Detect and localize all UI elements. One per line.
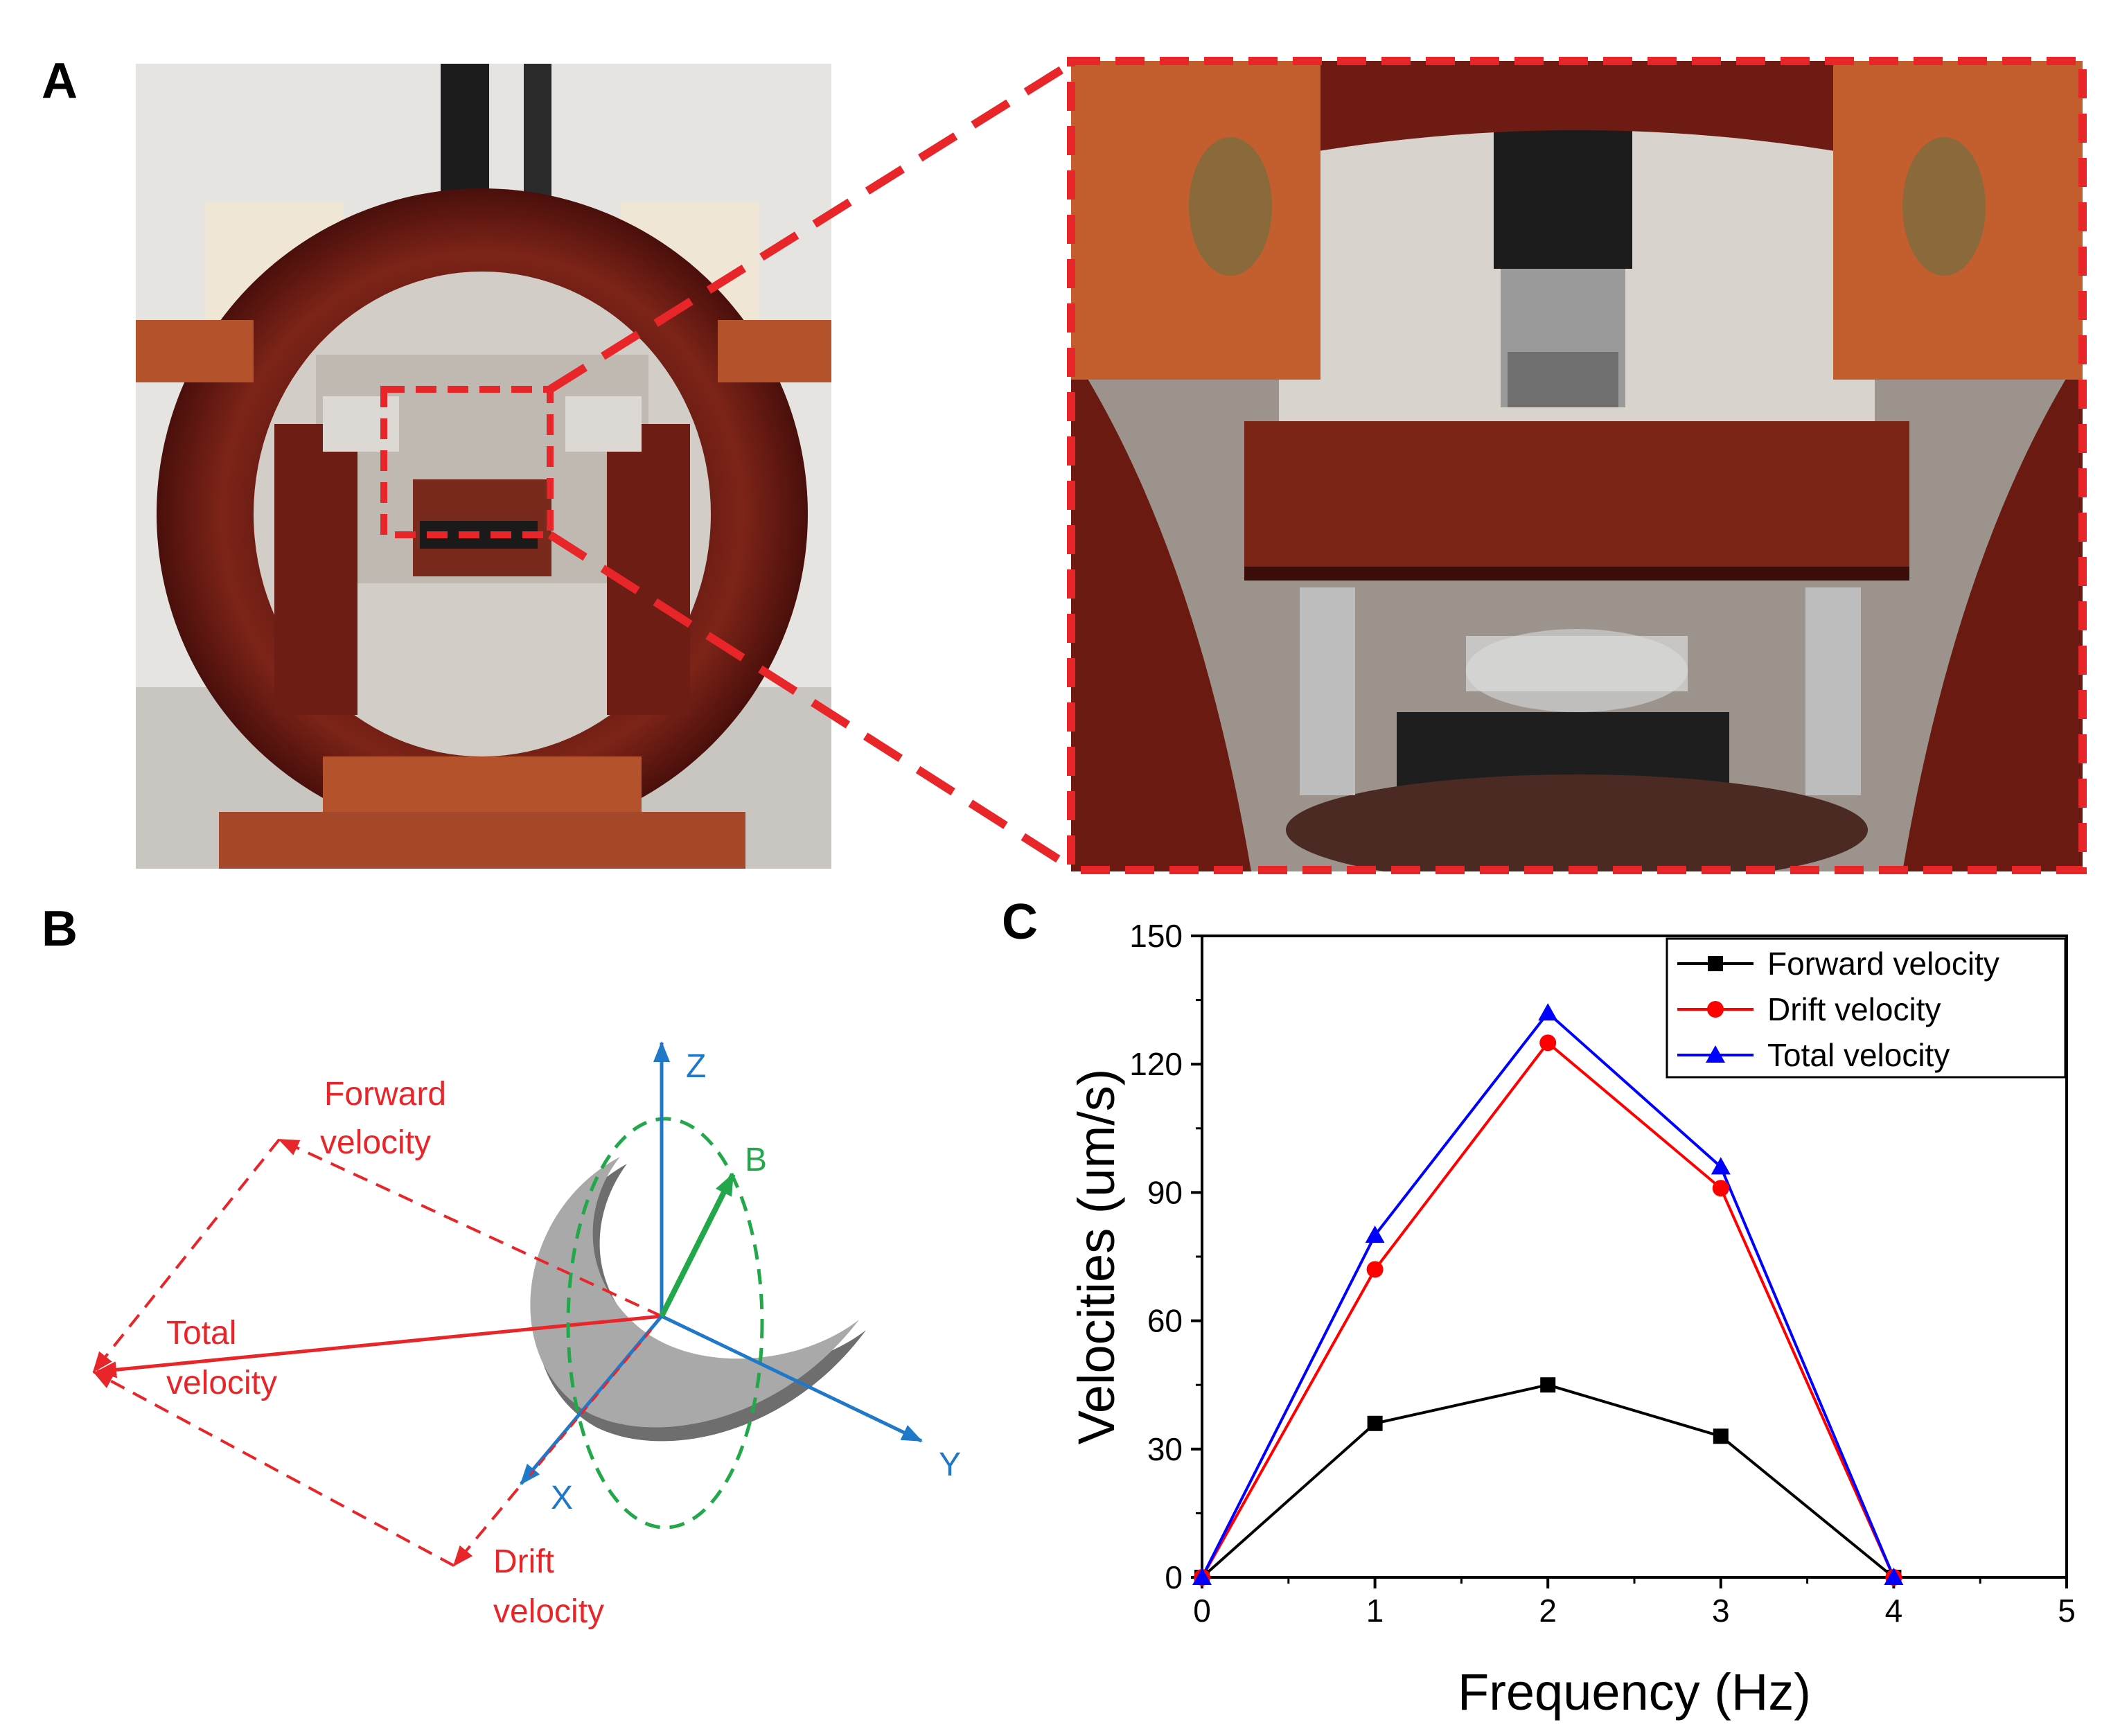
series-line-0 [1201, 1383, 1895, 1579]
y-tick-label: 120 [1129, 1046, 1183, 1082]
zoom-connector-bottom [547, 531, 1074, 871]
legend-marker [1706, 1045, 1725, 1063]
label-forward-2: velocity [320, 1124, 431, 1161]
legend-marker [1708, 956, 1723, 971]
label-axis-x: X [551, 1480, 573, 1516]
zoomed-coil-illustration [1071, 61, 2083, 871]
legend-marker [1707, 1001, 1724, 1018]
y-tick-label: 60 [1147, 1303, 1183, 1339]
b-field-vector [659, 1173, 736, 1318]
apparatus-illustration [136, 64, 831, 869]
x-tick-label: 2 [1539, 1593, 1557, 1629]
x-tick-label: 1 [1366, 1593, 1384, 1629]
y-tick-label: 0 [1165, 1559, 1183, 1595]
x-tick-label: 0 [1193, 1593, 1211, 1629]
panel-label-a: A [42, 53, 78, 109]
legend-label: Forward velocity [1767, 946, 1999, 982]
series-line-1 [1201, 1040, 1896, 1578]
label-total-2: velocity [166, 1365, 277, 1401]
data-point-1 [1712, 1180, 1729, 1197]
x-tick-label: 5 [2058, 1593, 2076, 1629]
crescent-microrobot [530, 1157, 866, 1442]
legend-label: Drift velocity [1767, 991, 1941, 1027]
data-point-1 [1539, 1034, 1557, 1052]
data-point-2 [1711, 1157, 1731, 1175]
zoom-connector-top [547, 60, 1074, 393]
label-drift: Drift [493, 1543, 554, 1580]
label-total: Total [166, 1315, 236, 1352]
zoomed-coil-photo [1071, 61, 2083, 871]
data-point-2 [1365, 1225, 1385, 1243]
data-point-2 [1538, 1003, 1558, 1021]
label-field-b: B [745, 1142, 767, 1178]
zoom-frame [1067, 57, 2087, 874]
panel-label-b: B [42, 901, 78, 957]
legend-label: Total velocity [1767, 1037, 1950, 1073]
panel-label-c: C [1002, 894, 1038, 950]
data-point-2 [1192, 1568, 1212, 1585]
y-tick-label: 150 [1129, 918, 1183, 954]
data-point-0 [1367, 1415, 1383, 1431]
data-point-0 [1540, 1377, 1556, 1393]
y-tick-label: 90 [1147, 1174, 1183, 1210]
data-point-1 [1366, 1261, 1384, 1278]
apparatus-photo [136, 64, 831, 869]
field-rotation-ellipse [566, 1117, 764, 1530]
y-axis-label: Velocities (um/s) [1068, 1069, 1125, 1445]
data-point-0 [1713, 1428, 1729, 1444]
forward-velocity-vector [278, 1138, 662, 1318]
data-point-2 [1884, 1568, 1904, 1585]
label-drift-2: velocity [493, 1593, 604, 1630]
y-tick-label: 30 [1147, 1431, 1183, 1467]
x-tick-label: 3 [1712, 1593, 1730, 1629]
label-forward: Forward [324, 1076, 446, 1113]
drift-to-total-dashed [92, 1370, 454, 1567]
label-axis-z: Z [686, 1048, 706, 1085]
x-axis-label: Frequency (Hz) [1458, 1663, 1811, 1721]
label-axis-y: Y [939, 1446, 961, 1483]
y-axis [660, 1314, 923, 1443]
drift-overlay-red [529, 1329, 653, 1476]
x-tick-label: 4 [1885, 1593, 1903, 1629]
